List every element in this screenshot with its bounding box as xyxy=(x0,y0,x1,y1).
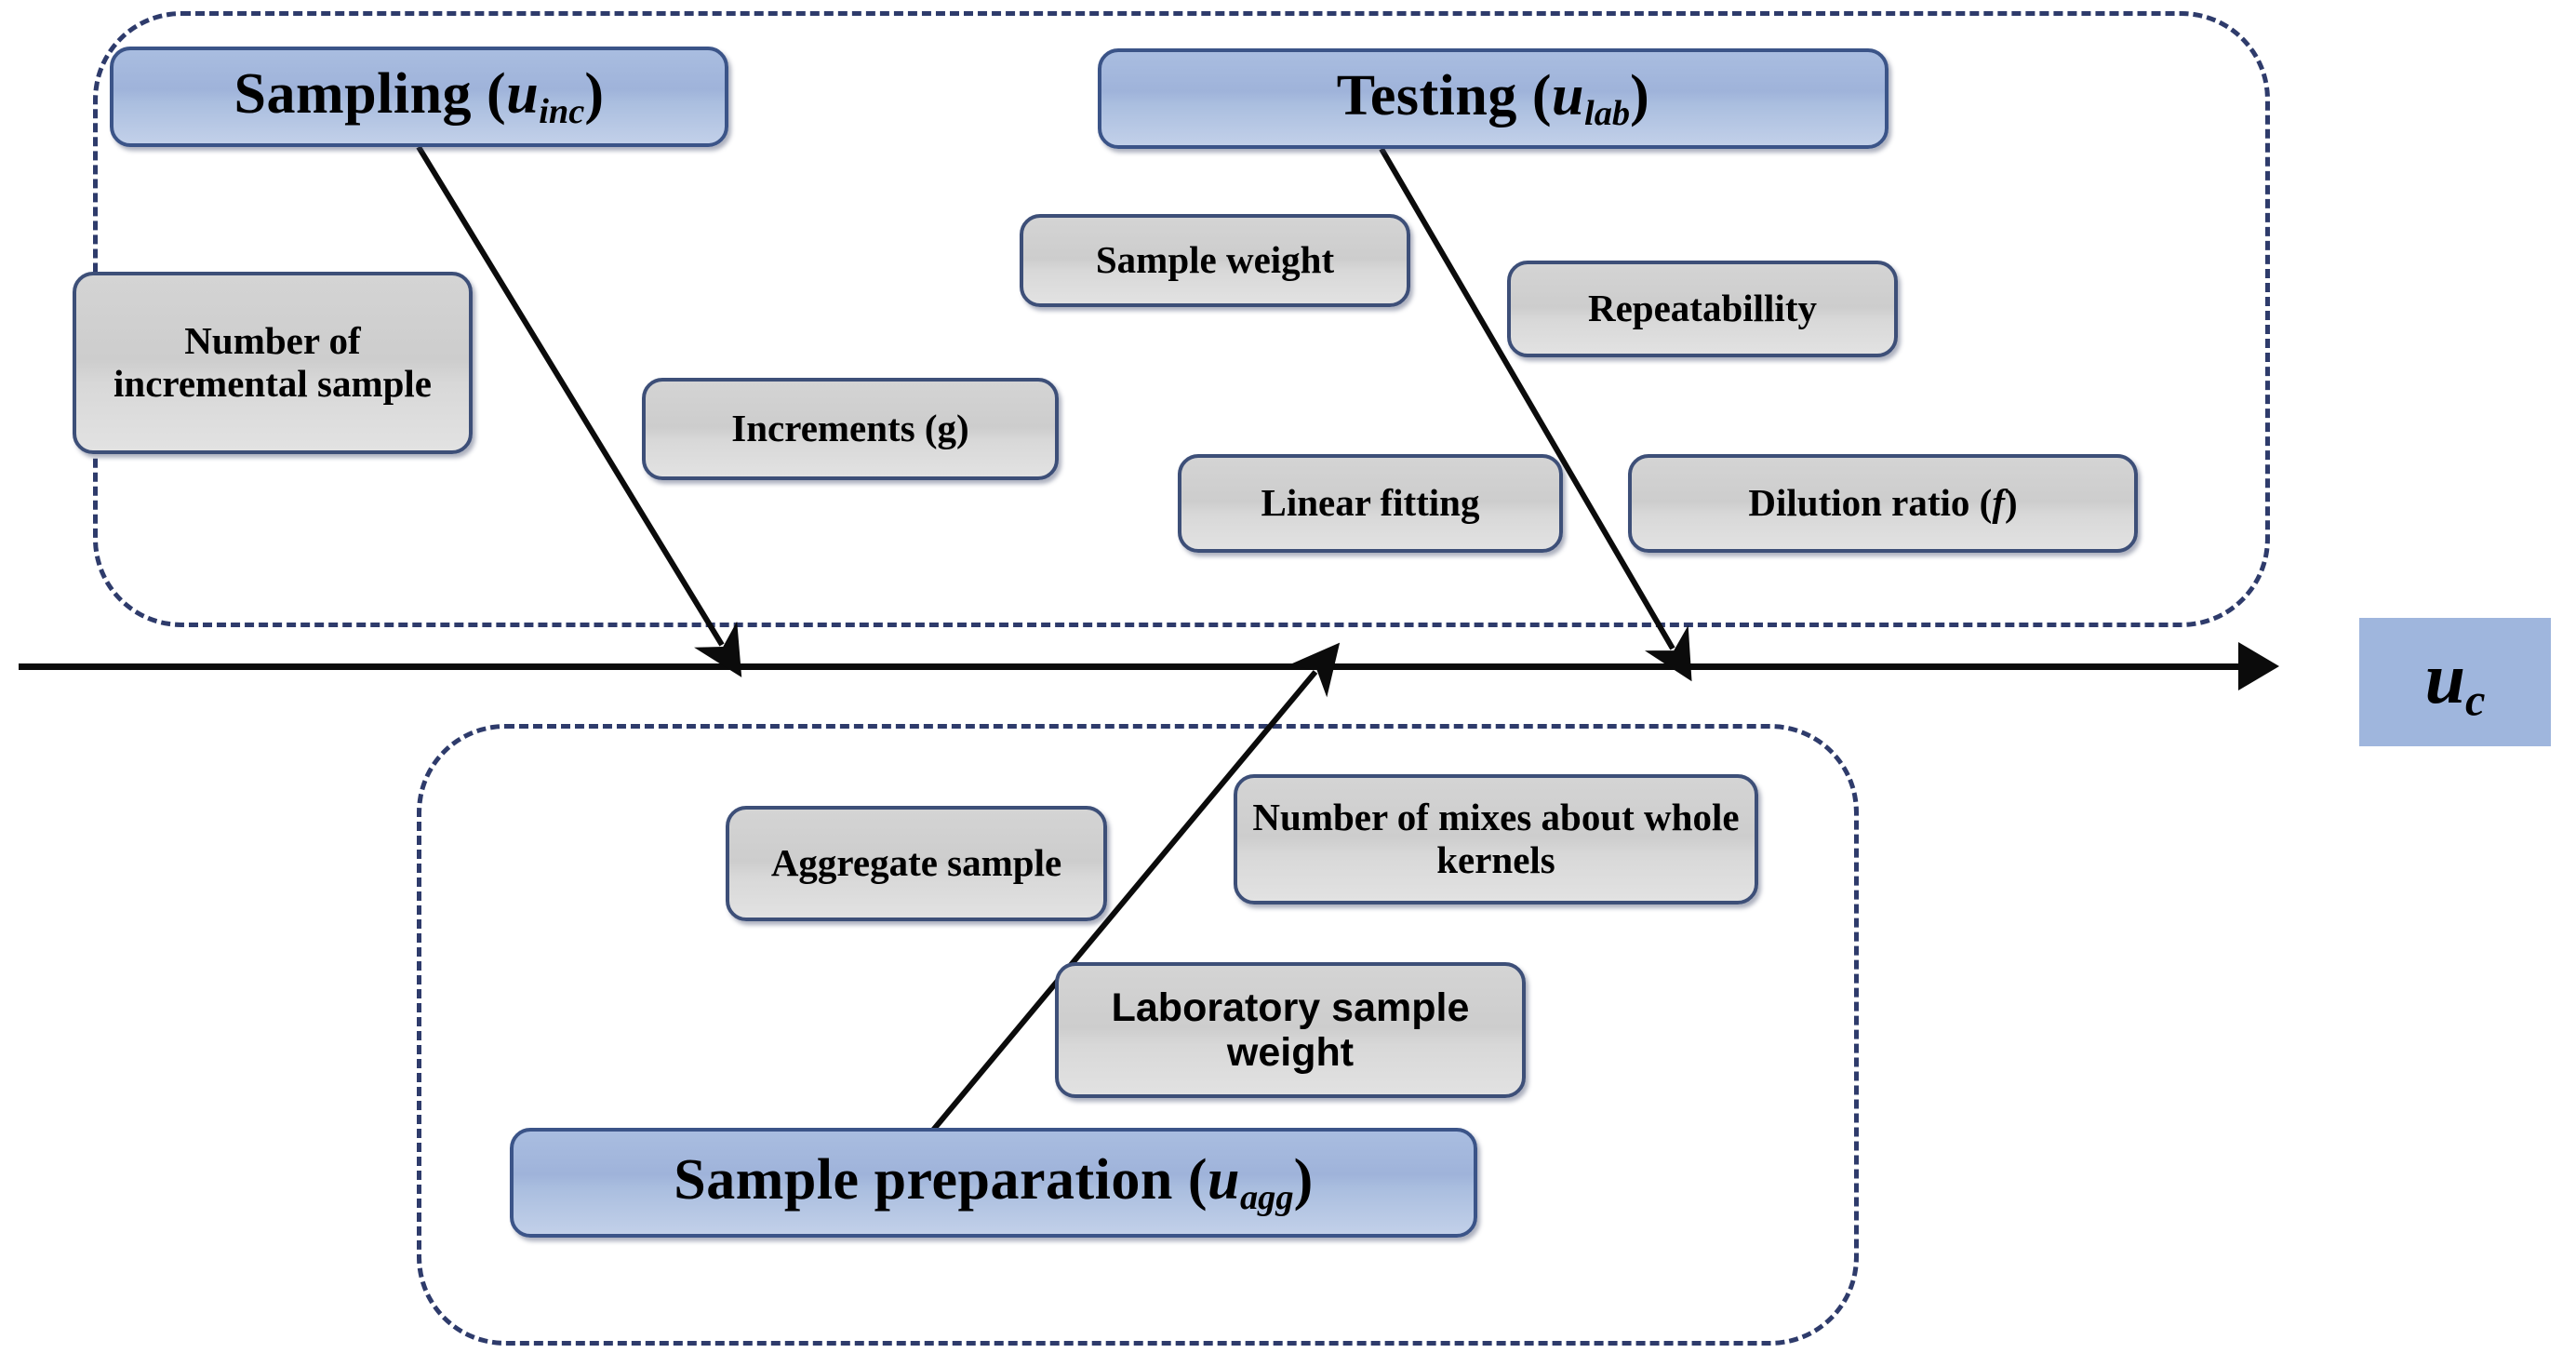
category-box-sample-preparation[interactable]: Sample preparation (uagg) xyxy=(510,1128,1477,1238)
category-label-testing: Testing (ulab) xyxy=(1336,63,1650,133)
cause-box-increments-g[interactable]: Increments (g) xyxy=(642,378,1059,480)
result-box-uc[interactable]: uc xyxy=(2359,618,2551,746)
cause-label-dilution-ratio: Dilution ratio (f) xyxy=(1748,481,2018,525)
cause-label-linear-fitting: Linear fitting xyxy=(1261,481,1480,525)
cause-box-number-of-incremental-sample[interactable]: Number of incremental sample xyxy=(73,272,473,454)
result-label-uc: uc xyxy=(2424,637,2486,726)
cause-label-increments-g: Increments (g) xyxy=(731,407,969,450)
cause-label-aggregate-sample: Aggregate sample xyxy=(770,841,1062,885)
category-box-sampling[interactable]: Sampling (uinc) xyxy=(110,47,728,147)
cause-box-dilution-ratio[interactable]: Dilution ratio (f) xyxy=(1628,454,2138,553)
cause-box-repeatabillity[interactable]: Repeatabillity xyxy=(1507,261,1898,357)
cause-label-number-of-mixes: Number of mixes about whole kernels xyxy=(1252,796,1740,881)
cause-label-laboratory-sample-weight: Laboratory sample weight xyxy=(1111,985,1470,1075)
cause-label-sample-weight: Sample weight xyxy=(1095,238,1335,282)
cause-box-linear-fitting[interactable]: Linear fitting xyxy=(1178,454,1563,553)
main-spine-arrowhead xyxy=(2238,642,2279,690)
cause-label-repeatabillity: Repeatabillity xyxy=(1588,287,1817,330)
cause-box-number-of-mixes[interactable]: Number of mixes about whole kernels xyxy=(1234,774,1758,904)
category-label-sampling: Sampling (uinc) xyxy=(234,61,605,131)
category-box-testing[interactable]: Testing (ulab) xyxy=(1098,48,1889,149)
main-spine-line xyxy=(19,663,2270,670)
cause-label-number-of-incremental-sample: Number of incremental sample xyxy=(113,319,432,405)
cause-box-sample-weight[interactable]: Sample weight xyxy=(1020,214,1410,307)
cause-box-laboratory-sample-weight[interactable]: Laboratory sample weight xyxy=(1055,962,1526,1098)
cause-box-aggregate-sample[interactable]: Aggregate sample xyxy=(726,806,1107,921)
category-label-sample-preparation: Sample preparation (uagg) xyxy=(674,1147,1314,1217)
